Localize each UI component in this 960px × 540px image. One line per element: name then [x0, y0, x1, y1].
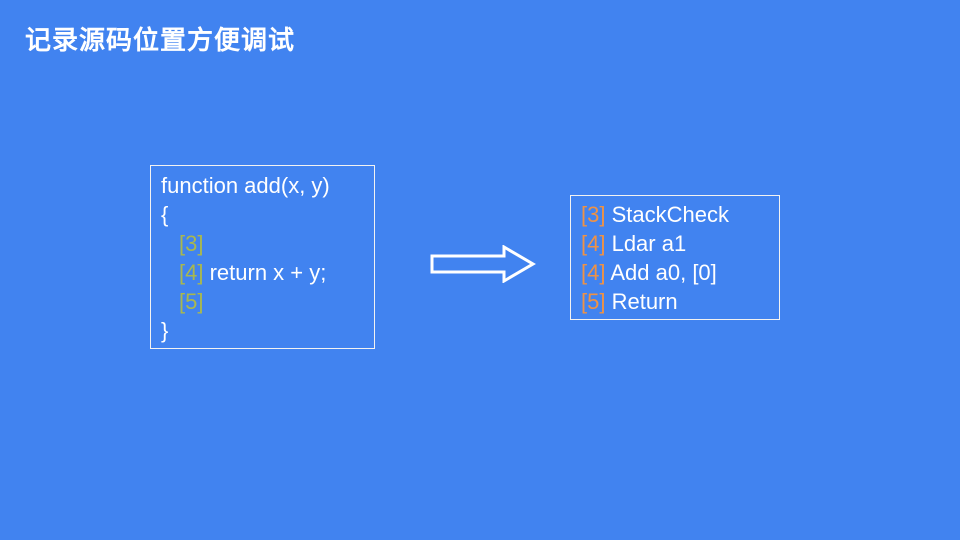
code-text: Add a0, [0]	[605, 260, 717, 285]
code-text: {	[161, 202, 169, 227]
line-number: [3]	[581, 202, 606, 227]
code-text: }	[161, 318, 169, 343]
code-text: Ldar a1	[605, 231, 687, 256]
code-line: [3] StackCheck	[581, 200, 779, 229]
line-number: [5]	[179, 289, 204, 314]
bytecode-box: [3] StackCheck[4] Ldar a1[4] Add a0, [0]…	[570, 195, 780, 320]
code-text: Return	[605, 289, 678, 314]
code-line: [5]	[161, 287, 374, 316]
code-line: [4] return x + y;	[161, 258, 374, 287]
right-arrow-icon	[430, 245, 536, 283]
line-number: [3]	[179, 231, 204, 256]
code-line: [4] Ldar a1	[581, 229, 779, 258]
code-line: function add(x, y)	[161, 171, 374, 200]
code-line: [3]	[161, 229, 374, 258]
code-text: return x + y;	[203, 260, 327, 285]
code-text: function add(x, y)	[161, 173, 330, 198]
source-code-box: function add(x, y){[3][4] return x + y;[…	[150, 165, 375, 349]
line-number: [5]	[581, 289, 606, 314]
line-number: [4]	[179, 260, 204, 285]
code-line: [5] Return	[581, 287, 779, 316]
code-line: {	[161, 200, 374, 229]
code-text: StackCheck	[605, 202, 729, 227]
page-title: 记录源码位置方便调试	[25, 25, 296, 55]
code-line: }	[161, 316, 374, 345]
line-number: [4]	[581, 231, 606, 256]
line-number: [4]	[581, 260, 606, 285]
code-line: [4] Add a0, [0]	[581, 258, 779, 287]
